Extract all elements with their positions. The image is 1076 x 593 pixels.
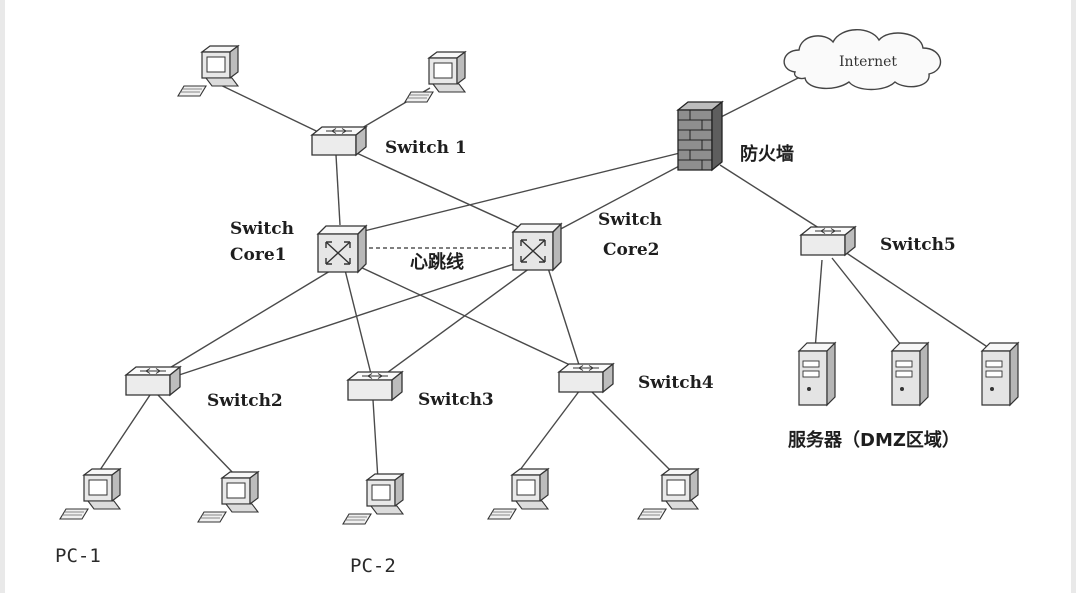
right-edge-bar	[1071, 0, 1076, 593]
core-switch-icon	[317, 225, 367, 273]
core2-label-line1: Switch	[598, 210, 662, 230]
link-switch4-pc-right	[589, 389, 671, 471]
switch2-label: Switch2	[207, 391, 283, 411]
link-core2-switch3	[379, 267, 531, 379]
core1-label-line2: Core1	[230, 245, 286, 265]
link-switch2-pc-left	[99, 394, 151, 471]
switch4-label: Switch4	[638, 373, 714, 393]
link-switch4-pc-left	[519, 389, 581, 471]
internet-cloud-icon	[783, 29, 941, 91]
link-switch3-pc2	[372, 399, 379, 481]
servers-dmz-label: 服务器（DMZ区域）	[788, 429, 960, 451]
core1-label-line1: Switch	[230, 219, 294, 239]
pc1-label: PC-1	[55, 545, 101, 567]
link-firewall-internet	[714, 71, 811, 121]
switch3-label: Switch3	[418, 390, 494, 410]
server-tower-icon	[981, 342, 1019, 406]
switch1-label: Switch 1	[385, 138, 467, 158]
link-switch5-server3	[844, 251, 996, 353]
network-switch-icon	[800, 226, 856, 256]
link-firewall-switch5	[719, 164, 823, 231]
network-switch-icon	[558, 363, 614, 393]
link-switch1-core2	[349, 149, 526, 231]
server-tower-icon	[798, 342, 836, 406]
desktop-computer-icon	[59, 468, 121, 520]
server-tower-icon	[891, 342, 929, 406]
network-switch-icon	[347, 371, 403, 401]
link-core1-switch3	[344, 269, 373, 379]
firewall-label: 防火墙	[740, 143, 794, 165]
link-core1-switch4	[357, 265, 586, 373]
link-firewall-core1	[359, 149, 693, 233]
link-pc-top-left-switch1	[209, 79, 336, 141]
desktop-computer-icon	[197, 471, 259, 523]
link-firewall-core2	[554, 154, 701, 233]
core-switch-icon	[512, 223, 562, 271]
link-core2-switch4	[547, 267, 581, 369]
brick-firewall-icon	[676, 100, 724, 172]
links	[99, 71, 996, 481]
network-switch-icon	[311, 126, 367, 156]
left-edge-bar	[0, 0, 5, 593]
link-core1-switch2	[157, 267, 336, 376]
heartbeat-label: 心跳线	[410, 251, 464, 273]
internet-label: Internet	[839, 54, 897, 70]
link-core2-switch2	[169, 261, 521, 379]
switch5-label: Switch5	[880, 235, 956, 255]
desktop-computer-icon	[404, 51, 466, 103]
desktop-computer-icon	[342, 473, 404, 525]
pc2-label: PC-2	[350, 555, 396, 577]
core2-label-line2: Core2	[603, 240, 659, 260]
desktop-computer-icon	[637, 468, 699, 520]
link-switch2-pc-right	[157, 394, 236, 476]
network-switch-icon	[125, 366, 181, 396]
link-switch1-core1	[335, 154, 341, 226]
link-switch5-server2	[831, 257, 906, 351]
desktop-computer-icon	[487, 468, 549, 520]
link-switch5-server1	[814, 259, 823, 351]
